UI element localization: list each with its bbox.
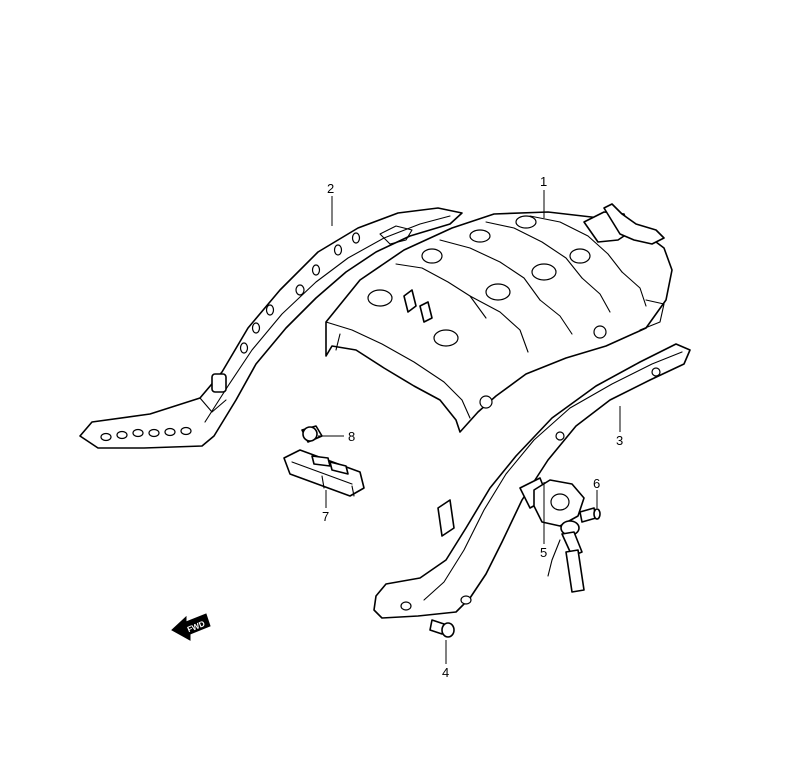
seat-lock <box>533 479 585 593</box>
lock-screw <box>579 507 601 523</box>
callout-7: 7 <box>322 509 329 524</box>
callout-3: 3 <box>616 433 623 448</box>
callout-4: 4 <box>442 665 449 680</box>
callout-1: 1 <box>540 174 547 189</box>
bracket-bolt <box>301 425 323 443</box>
callout-5: 5 <box>540 545 547 560</box>
callout-6: 6 <box>593 476 600 491</box>
rail-bolt <box>429 619 455 638</box>
callout-8: 8 <box>348 429 355 444</box>
fwd-arrow-icon: FWD <box>171 613 211 641</box>
left-grab-rail <box>79 207 463 449</box>
rear-fender-cover <box>325 203 673 433</box>
callout-2: 2 <box>327 181 334 196</box>
leader-lines <box>318 190 621 664</box>
bracket-plate <box>283 449 365 497</box>
